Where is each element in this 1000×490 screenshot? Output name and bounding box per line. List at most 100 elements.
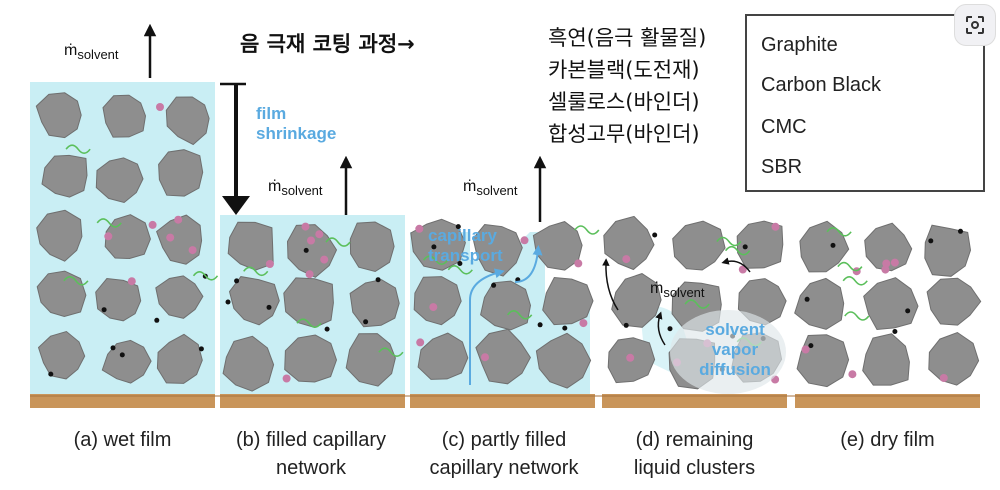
sbr-particle	[881, 265, 890, 274]
vapor-diffusion-line-2: vapor	[711, 340, 759, 359]
flux-label-a: ṁsolvent	[64, 42, 119, 62]
carbon-black-particle	[431, 244, 437, 250]
caption-b: (b) filled capillary network	[206, 426, 416, 482]
cmc-fiber	[192, 271, 219, 281]
sbr-particle	[188, 246, 197, 255]
legend-cmc: CMC	[761, 116, 807, 138]
graphite-particle	[349, 279, 400, 328]
carbon-black-particle	[892, 329, 898, 334]
lens-search-button[interactable]	[954, 4, 996, 46]
graphite-particle	[410, 218, 466, 271]
lens-search-icon	[966, 16, 984, 34]
caption-b-line-2: network	[275, 457, 347, 479]
graphite-particle	[284, 334, 338, 383]
flux-label-c: ṁsolvent	[463, 178, 518, 198]
sbr-particle	[939, 374, 948, 382]
graphite-particle	[36, 209, 83, 262]
graphite-particles	[35, 92, 982, 392]
sbr-particle	[307, 236, 315, 245]
carbon-black-particle	[928, 238, 934, 244]
sbr-particle	[148, 220, 157, 229]
vapor-diffusion-label: solvent vapor diffusion	[690, 320, 780, 380]
graphite-particle	[924, 224, 972, 277]
graphite-particle	[222, 335, 275, 392]
cmc-fibers	[63, 144, 870, 357]
graphite-particle	[345, 333, 396, 387]
carbon-black-particle	[958, 228, 963, 234]
cmc-fiber	[837, 261, 863, 272]
graphite-particle	[926, 277, 982, 326]
graphite-particle	[794, 277, 845, 330]
sbr-particle	[848, 370, 857, 379]
capillary-transport-line-1: capillary	[428, 226, 497, 245]
carbon-black-particle	[742, 244, 748, 250]
carbon-black-particle	[234, 278, 240, 284]
korean-note-carbon-black: 카본블랙(도전재)	[548, 58, 700, 82]
carbon-black-particle	[905, 308, 911, 314]
flux-subscript: solvent	[281, 183, 323, 199]
carbon-black-particle	[652, 232, 658, 238]
legend: Graphite Carbon Black CMC SBR	[745, 14, 985, 192]
sbr-particle	[429, 303, 438, 312]
cmc-fiber	[574, 225, 600, 235]
sbr-particle	[622, 255, 631, 264]
legend-graphite: Graphite	[761, 34, 838, 56]
caption-e-line-1: (e) dry film	[840, 429, 935, 451]
sbr-particle	[282, 374, 291, 383]
flux-arrows	[143, 23, 547, 222]
korean-note-cellulose: 셀룰로스(바인더)	[548, 90, 700, 114]
graphite-particle	[417, 332, 469, 380]
graphite-particle	[480, 280, 532, 331]
sbr-particle	[626, 353, 635, 362]
sbr-particle	[265, 260, 274, 268]
sbr-particle	[315, 230, 324, 239]
flux-label-b: ṁsolvent	[268, 178, 323, 198]
carbon-black-particle	[667, 326, 673, 332]
graphite-particle	[41, 154, 88, 198]
graphite-particle	[796, 334, 850, 388]
sbr-particle	[156, 103, 164, 111]
cmc-fiber	[507, 310, 533, 320]
cmc-fiber	[96, 218, 122, 228]
caption-a: (a) wet film	[30, 426, 215, 454]
graphite-particle	[532, 221, 583, 271]
film-shrinkage-line-1: film	[256, 104, 287, 123]
carbon-black-particle	[154, 317, 160, 323]
graphite-particle	[158, 149, 204, 197]
carbon-black-particle	[225, 299, 231, 305]
carbon-black-particle	[457, 261, 463, 266]
caption-c-line-2: capillary network	[429, 457, 579, 479]
cmc-fiber	[684, 299, 710, 309]
sbr-particle	[882, 259, 891, 268]
graphite-particle	[155, 275, 204, 319]
carbon-black-particles	[48, 224, 963, 377]
carbon-black-particle	[623, 322, 629, 328]
cmc-fiber	[243, 266, 269, 277]
cmc-fiber	[65, 144, 91, 154]
film-shrinkage-label: film shrinkage	[256, 104, 336, 144]
korean-note-graphite: 흑연(음극 활물질)	[548, 26, 707, 50]
vapor-diffusion-line-3: diffusion	[699, 360, 771, 379]
carbon-black-particle	[830, 242, 836, 248]
sbr-particle	[574, 259, 583, 268]
flux-symbol: ṁ	[463, 178, 477, 195]
sbr-particle	[520, 236, 529, 245]
graphite-particle	[862, 333, 910, 386]
graphite-particle	[156, 333, 203, 384]
carbon-black-particle	[266, 304, 272, 310]
carbon-black-particle	[808, 343, 814, 349]
graphite-particle	[864, 222, 913, 272]
caption-d-line-2: liquid clusters	[633, 457, 756, 479]
korean-note-rubber: 합성고무(바인더)	[548, 122, 700, 146]
carbon-black-particle	[455, 224, 461, 230]
caption-d-line-1: (d) remaining	[635, 429, 754, 451]
graphite-particle	[349, 221, 395, 273]
flux-symbol: ṁ	[268, 178, 282, 195]
graphite-particle	[542, 276, 594, 326]
cmc-fiber	[447, 265, 473, 275]
sbr-particle	[416, 338, 425, 347]
carbon-black-particle	[363, 319, 369, 325]
korean-title: 음 극재 코팅 과정→	[240, 32, 415, 56]
caption-e: (e) dry film	[795, 426, 980, 454]
